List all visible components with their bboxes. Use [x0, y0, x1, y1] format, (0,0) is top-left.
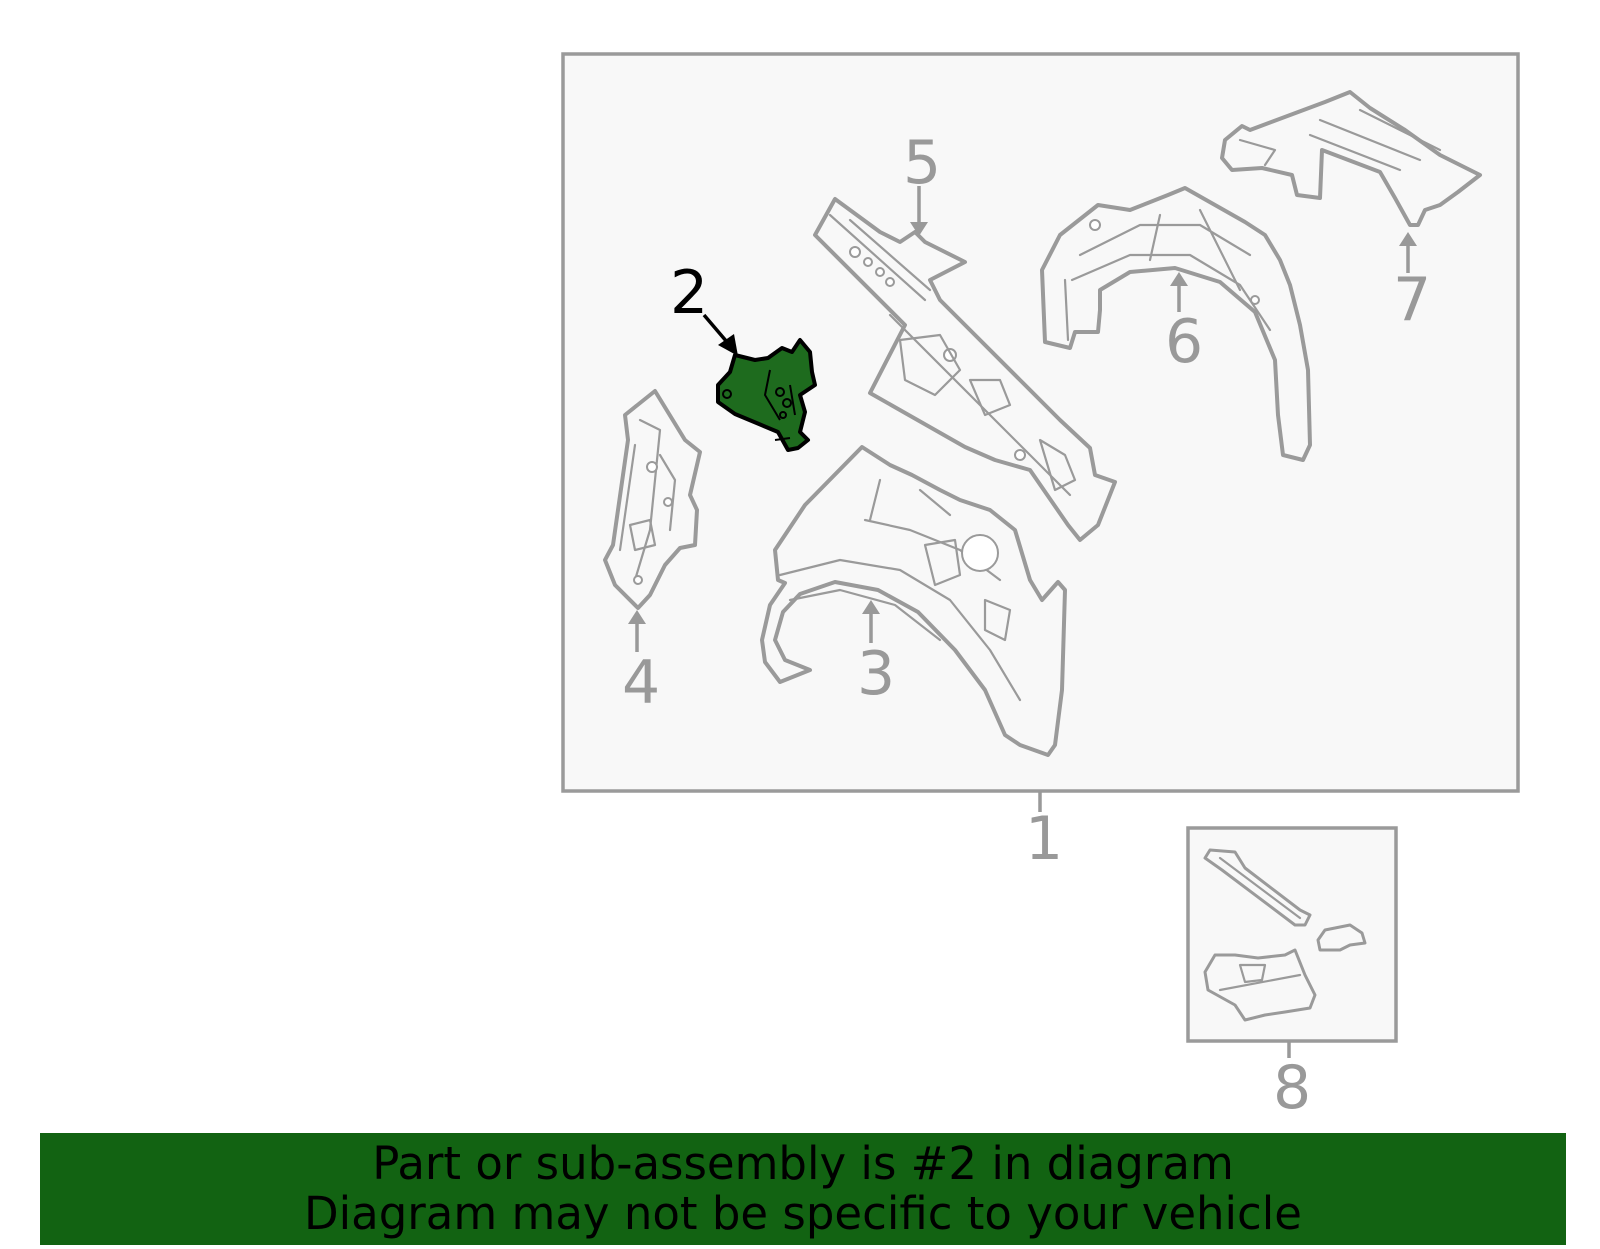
part-3-outer-wheelhouse[interactable] [760, 445, 1067, 757]
callout-2[interactable]: 2 [670, 258, 708, 328]
banner-line-1: Part or sub-assembly is #2 in diagram [372, 1137, 1234, 1190]
callout-3: 3 [857, 639, 895, 709]
part-2-bracket-highlighted[interactable] [716, 338, 817, 452]
callout-1: 1 [1025, 804, 1063, 874]
leader-lines [628, 186, 1417, 1058]
part-4-pillar-bracket[interactable] [603, 389, 702, 610]
callout-4: 4 [622, 648, 660, 718]
banner-line-2: Diagram may not be specific to your vehi… [304, 1187, 1302, 1240]
part-5-rail[interactable] [813, 197, 1117, 542]
part-8-sub-assembly[interactable] [1203, 848, 1367, 1022]
part-7-upper-panel[interactable] [1220, 90, 1482, 227]
callout-5: 5 [903, 128, 941, 198]
callout-7: 7 [1393, 265, 1431, 335]
callout-6: 6 [1165, 307, 1203, 377]
callout-8: 8 [1273, 1053, 1311, 1123]
part-6-inner-wheelhouse[interactable] [1040, 186, 1312, 462]
info-banner: Part or sub-assembly is #2 in diagram Di… [40, 1133, 1566, 1245]
